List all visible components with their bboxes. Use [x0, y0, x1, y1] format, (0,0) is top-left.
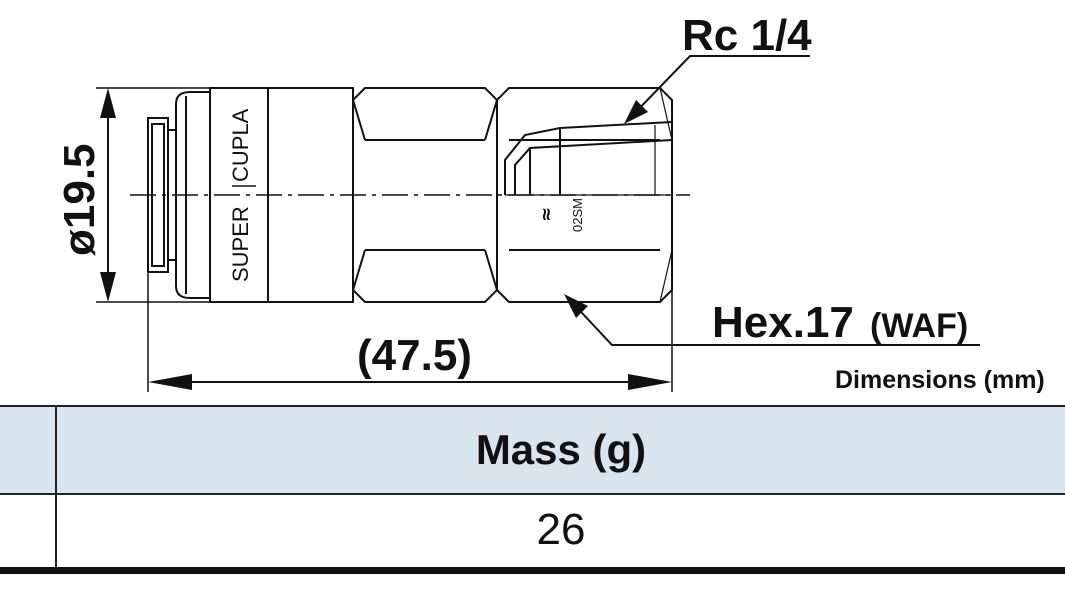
- diameter-arrow-top: [100, 88, 116, 118]
- logo-mark: ≈: [536, 207, 557, 222]
- mass-table-header-row: Mass (g): [0, 405, 1065, 495]
- mass-header: Mass (g): [475, 426, 647, 473]
- thread-leader: [629, 55, 810, 119]
- thread-arrow: [624, 100, 648, 124]
- length-arrow-right: [628, 374, 672, 390]
- units-note: Dimensions (mm): [835, 366, 1045, 394]
- hex-waf-label: (WAF): [870, 307, 968, 345]
- thread-label: Rc 1/4: [682, 11, 812, 60]
- table-column-separator: [55, 405, 57, 573]
- table-bottom-rule: [0, 567, 1065, 574]
- mass-table-value-row: 26: [0, 493, 1065, 567]
- brand-marking-cupla: CUPLA: [228, 108, 253, 182]
- diameter-label: ø19.5: [55, 143, 104, 256]
- plug-tip: [147, 117, 169, 273]
- mass-table: Mass (g) 26: [0, 405, 1065, 575]
- brand-marking-super: SUPER: [228, 206, 253, 282]
- length-arrow-left: [148, 374, 192, 390]
- length-label: (47.5): [357, 331, 472, 380]
- diameter-arrow-bottom: [100, 272, 116, 302]
- hex-label: Hex.17: [712, 298, 854, 347]
- internal-thread: [504, 121, 673, 195]
- model-code-marking: 02SM: [570, 198, 585, 232]
- hex-arrow: [564, 294, 588, 318]
- hex-leader: [567, 297, 980, 346]
- coupler-drawing: SUPER CUPLA ≈ 02SM ø19.5 (47.5) Rc 1/4 H…: [55, 11, 1045, 394]
- mass-value: 26: [536, 505, 586, 554]
